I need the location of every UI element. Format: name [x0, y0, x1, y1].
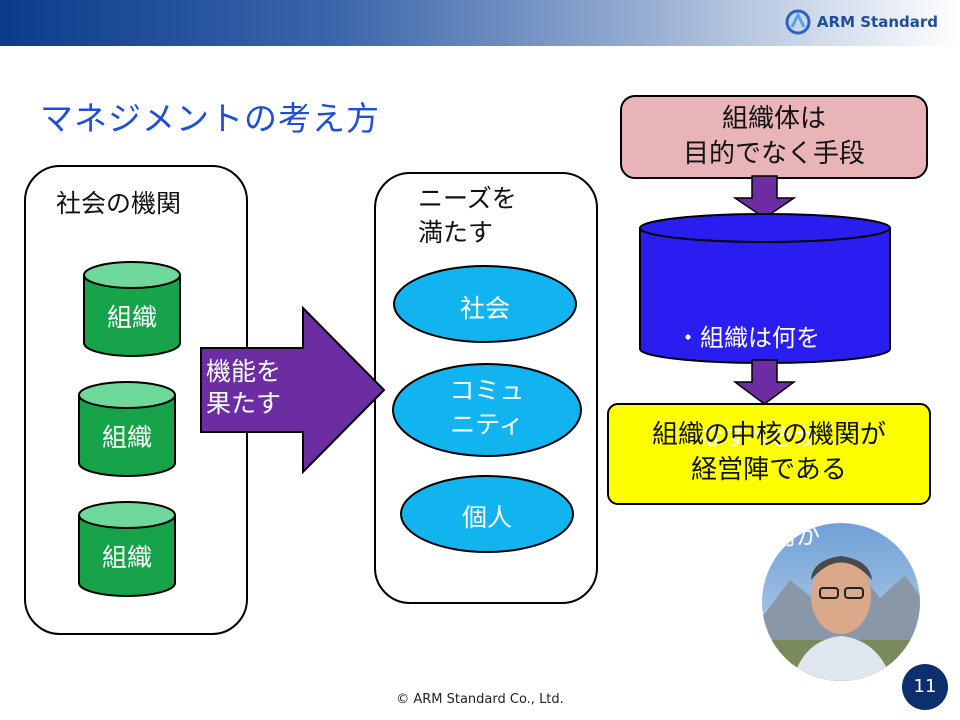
blue-cylinder-text: ・組織は何を なすべきか ・機能は何か: [676, 256, 886, 586]
slide-title: マネジメントの考え方: [40, 99, 380, 138]
blue-cylinder-line-1: ・組織は何を: [676, 324, 820, 352]
function-arrow-label: 機能を 果たす: [206, 357, 282, 418]
brand-name: ARM Standard: [816, 13, 938, 31]
cylinder-organization-2: [78, 381, 176, 477]
ellipse-individual: [400, 475, 574, 553]
copyright-footer: © ARM Standard Co., Ltd.: [396, 692, 564, 707]
header-bar: [0, 0, 960, 46]
executive-box-label: 組織の中核の機関が 経営陣である: [651, 420, 886, 485]
ellipse-community: [392, 363, 582, 457]
page-number-badge: 11: [902, 664, 948, 710]
cylinder-organization-1-label: 組織: [106, 303, 157, 332]
cylinder-organization-3: [78, 501, 176, 597]
cylinder-organization-2-label: 組織: [101, 423, 152, 452]
ellipse-society-label: 社会: [459, 294, 510, 323]
function-arrow: [200, 305, 386, 475]
blue-cylinder-line-3: ・機能は何か: [676, 522, 820, 550]
left-panel-label: 社会の機関: [56, 189, 182, 218]
executive-box: [607, 403, 931, 505]
down-arrow-2: [732, 359, 797, 405]
cylinder-organization-3-label: 組織: [101, 543, 152, 572]
ellipse-individual-label: 個人: [461, 503, 512, 532]
means-box-label: 組織体は 目的でなく手段: [682, 104, 865, 169]
blue-cylinder: [639, 213, 891, 364]
cylinder-organization-1: [83, 261, 181, 357]
ellipse-society: [393, 265, 577, 343]
brand-logo-icon: [785, 9, 811, 35]
middle-panel-label: ニーズを 満たす: [418, 184, 517, 247]
blue-cylinder-line-2: なすべきか: [676, 423, 819, 451]
ellipse-community-label: コミュ ニティ: [449, 376, 525, 439]
down-arrow-1: [732, 175, 797, 219]
brand-logo: ARM Standard: [785, 8, 938, 36]
